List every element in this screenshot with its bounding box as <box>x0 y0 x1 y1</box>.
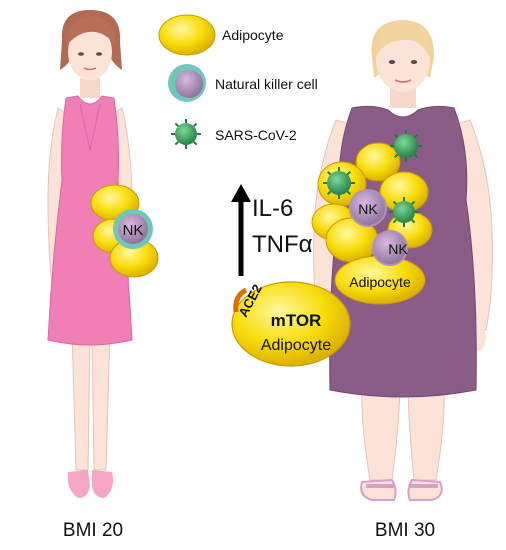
virus-icon <box>390 130 422 162</box>
virus-icon <box>389 197 419 227</box>
legend-virus-label: SARS-CoV-2 <box>215 127 297 143</box>
adipocyte-legend-icon <box>158 14 216 56</box>
bmi-30-caption: BMI 30 <box>375 520 435 541</box>
cytokine-il6-label: IL-6 <box>252 195 293 222</box>
nk-label-left: NK <box>123 222 144 239</box>
legend: Adipocyte Natural killer cell SARS-CoV-2 <box>158 14 318 149</box>
mtor-adipocyte: ACE2 mTOR Adipocyte <box>231 281 351 367</box>
bmi-20-caption: BMI 20 <box>63 520 123 541</box>
nk-cell <box>372 230 408 266</box>
legend-nk-label: Natural killer cell <box>215 76 318 92</box>
legend-adipocyte-label: Adipocyte <box>222 27 284 43</box>
obese-adipose-cluster: NK NK Adipocyte <box>311 142 433 305</box>
virus-legend-icon <box>171 119 201 149</box>
adipocyte-cell <box>355 142 401 182</box>
thin-adipose-cluster: NK <box>90 184 159 278</box>
mtor-adipocyte-label: Adipocyte <box>261 337 331 354</box>
mtor-label: mTOR <box>271 311 322 330</box>
cytokine-tnf-label: TNFα <box>252 231 313 258</box>
nk-label-right-2: NK <box>388 241 408 257</box>
cytokine-arrow <box>231 184 251 276</box>
virus-icon <box>323 167 355 199</box>
virus-particles <box>323 130 422 227</box>
thin-woman-figure <box>47 10 133 498</box>
nk-cell <box>349 189 387 227</box>
adipocyte-label-right: Adipocyte <box>349 274 411 290</box>
nk-label-right-1: NK <box>358 201 378 217</box>
